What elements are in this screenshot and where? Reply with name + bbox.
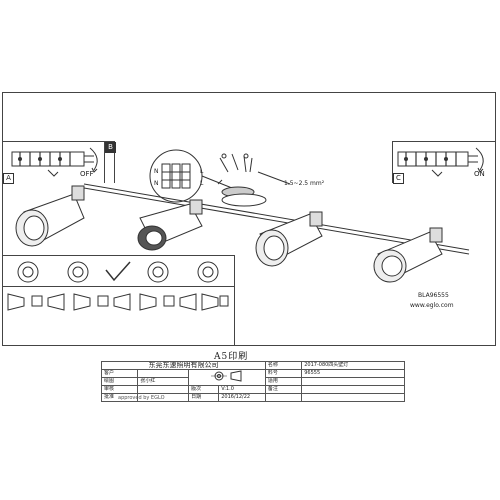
- approved-by: approved by EGLO: [118, 395, 165, 401]
- panel-c-tag: C: [393, 173, 404, 184]
- cell-value: [301, 377, 405, 386]
- table-row: 批准 日期 2016/12/22: [100, 393, 405, 402]
- divider-mid: [2, 255, 234, 256]
- cell-value: 96555: [301, 369, 405, 378]
- on-label: ON: [474, 170, 485, 178]
- title-block-table: 东莞东速照明有限公司 名称 2017-080四头壁灯 客户 料号 96555 绘…: [100, 361, 405, 402]
- cell-key: 客户: [100, 369, 139, 378]
- off-label: OFF: [80, 170, 94, 178]
- divider-mid-v: [234, 255, 235, 345]
- cell-key: 名称: [264, 361, 303, 370]
- cell-blank: [301, 393, 405, 402]
- cell-value: 2017-080四头壁灯: [301, 361, 405, 370]
- cell-value: 2016/12/22: [218, 393, 266, 402]
- top-view-row: [17, 261, 219, 283]
- projection-icon: [211, 370, 242, 382]
- instruction-frame: [2, 92, 496, 346]
- table-row: 东莞东速照明有限公司 名称 2017-080四头壁灯: [101, 361, 405, 370]
- cell-key: 适用: [264, 377, 303, 386]
- cell-value: V:1.0: [218, 385, 266, 394]
- table-row: 客户 料号 96555: [100, 369, 405, 386]
- fixture-drawing: [15, 183, 470, 283]
- product-website: www.eglo.com: [410, 302, 454, 309]
- cell-value: [137, 385, 190, 394]
- spotlight-3: [255, 211, 323, 267]
- spotlight-2: [137, 199, 203, 251]
- cell-key: 版次: [188, 385, 220, 394]
- terminal-n1: N: [154, 168, 159, 175]
- cell-value: 张小红: [137, 377, 190, 386]
- divider-mid2: [2, 286, 234, 287]
- divider-right: [392, 141, 496, 142]
- cell-key: 绘图: [100, 377, 139, 386]
- divider-b: [104, 141, 105, 183]
- divider-c: [392, 141, 393, 183]
- panel-b-tag: B: [105, 142, 116, 153]
- divider-top: [2, 141, 114, 142]
- projection-symbol: [188, 369, 266, 386]
- spotlight-1: [15, 185, 85, 247]
- cell-key: 备注: [264, 385, 303, 394]
- cable-label: 1.5~2.5 mm²: [284, 180, 325, 187]
- company-name: 东莞东速照明有限公司: [101, 361, 266, 370]
- terminal-l2: L: [200, 180, 204, 187]
- spotlight-4: [373, 227, 443, 283]
- side-view-row: [7, 293, 229, 311]
- switch-on-diagram: [397, 147, 484, 177]
- cell-blank: [264, 393, 303, 402]
- terminal-l1: L: [200, 168, 204, 175]
- terminal-n2: N: [154, 180, 159, 187]
- divider-a: [114, 141, 115, 183]
- cell-value: [137, 369, 190, 378]
- print-label: A5印刷: [214, 352, 249, 362]
- cell-key: 料号: [264, 369, 303, 378]
- panel-a-tag: A: [3, 173, 14, 184]
- product-model: BLA96555: [418, 292, 449, 299]
- cell-key: 审核: [100, 385, 139, 394]
- table-row: 审核 版次 V:1.0 备注: [100, 385, 405, 394]
- cell-key: 日期: [188, 393, 220, 402]
- cell-value: [301, 385, 405, 394]
- switch-off-diagram: [11, 147, 98, 177]
- cell-key: 批准: [100, 393, 139, 402]
